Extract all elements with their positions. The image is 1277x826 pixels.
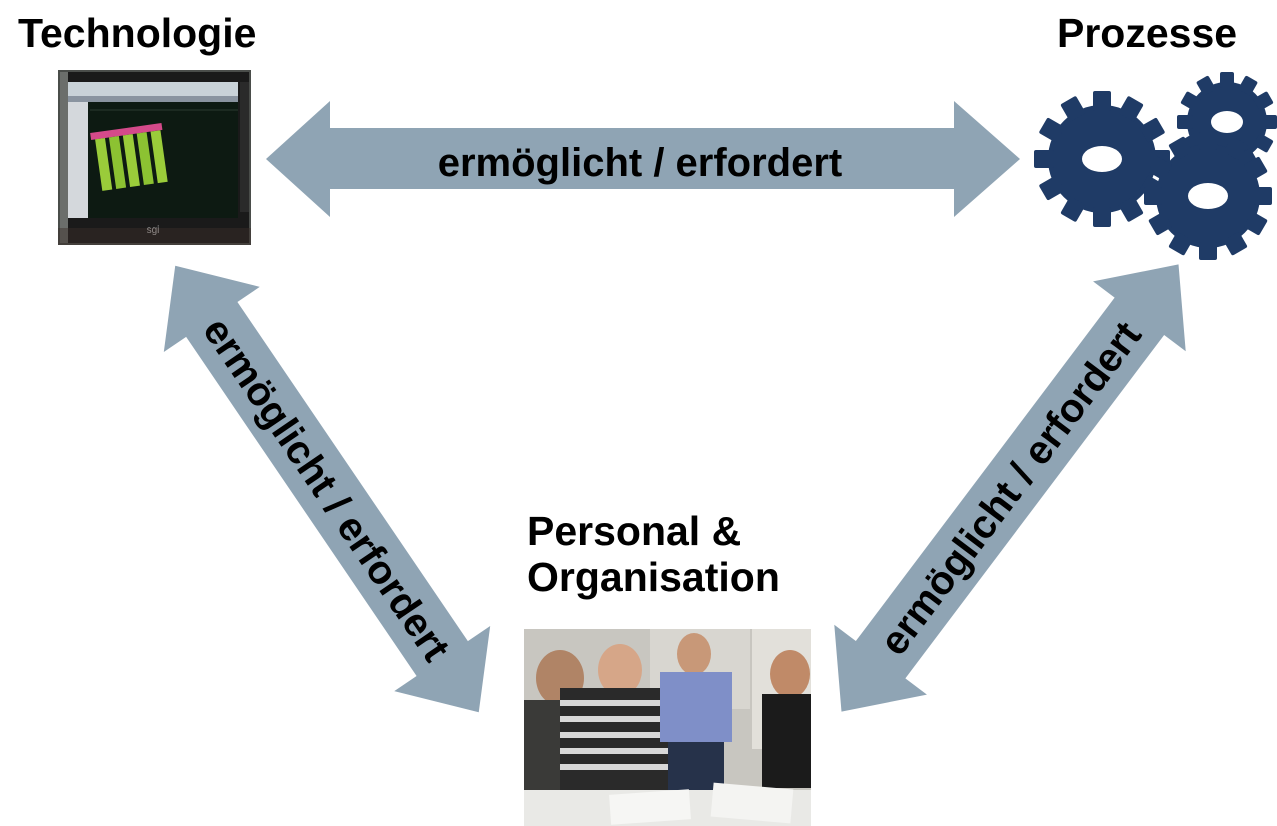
- computer-monitor-photo: sgi: [58, 70, 251, 245]
- top-arrow-label: ermöglicht / erfordert: [438, 141, 843, 185]
- people-title: Personal & Organisation: [527, 508, 780, 601]
- right-arrow-label: ermöglicht / erfordert: [872, 314, 1151, 664]
- monitor-brand-label: sgi: [147, 225, 160, 236]
- people-title-line1: Personal &: [527, 508, 742, 554]
- right-double-arrow: [834, 264, 1186, 712]
- team-meeting-photo: [524, 629, 811, 826]
- left-arrow-label: ermöglicht / erfordert: [194, 310, 458, 669]
- top-double-arrow: [266, 101, 1020, 217]
- processes-title: Prozesse: [1057, 10, 1238, 56]
- technology-title: Technologie: [18, 10, 257, 56]
- people-title-line2: Organisation: [527, 554, 780, 601]
- gears-icon: [1034, 72, 1277, 260]
- left-double-arrow: [163, 265, 491, 713]
